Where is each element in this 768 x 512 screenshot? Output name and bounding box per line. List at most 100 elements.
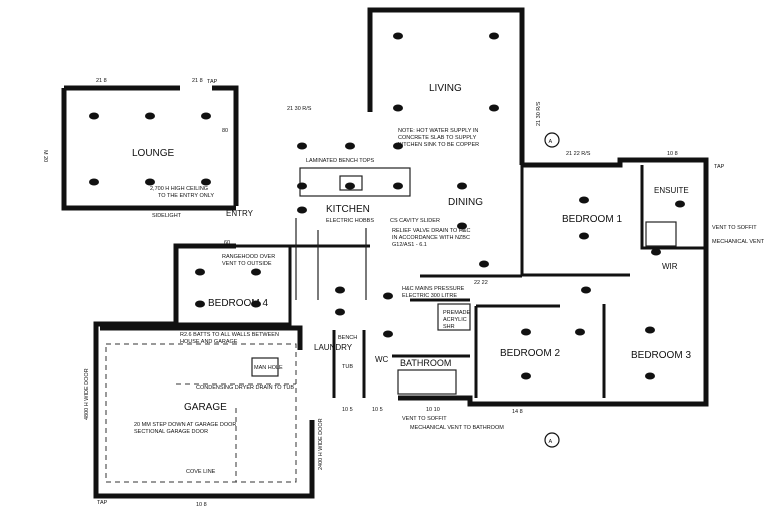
svg-text:22 22: 22 22 bbox=[474, 280, 488, 286]
svg-text:KITCHEN SINK TO BE COPPER: KITCHEN SINK TO BE COPPER bbox=[398, 142, 479, 148]
living-walls bbox=[367, 7, 525, 165]
svg-text:SECTIONAL GARAGE DOOR: SECTIONAL GARAGE DOOR bbox=[134, 429, 208, 435]
room-label-garage: GARAGE bbox=[184, 402, 227, 413]
bath-tub bbox=[397, 369, 457, 395]
svg-text:A: A bbox=[549, 139, 553, 145]
svg-text:10 8: 10 8 bbox=[196, 502, 207, 508]
svg-text:21 22 R/S: 21 22 R/S bbox=[566, 151, 591, 157]
ceiling-lights bbox=[89, 32, 685, 380]
svg-text:14 8: 14 8 bbox=[512, 409, 523, 415]
svg-text:VENT TO SOFFIT: VENT TO SOFFIT bbox=[402, 416, 447, 422]
svg-text:2400 H WIDE DOOR: 2400 H WIDE DOOR bbox=[318, 418, 324, 470]
svg-text:BENCH: BENCH bbox=[338, 335, 357, 341]
svg-text:4800 H WIDE DOOR: 4800 H WIDE DOOR bbox=[84, 368, 90, 420]
ceiling-light-icon bbox=[479, 260, 489, 268]
ceiling-light-icon bbox=[645, 372, 655, 380]
kitchen-sink bbox=[339, 175, 363, 191]
ceiling-light-icon bbox=[195, 268, 205, 276]
svg-text:COVE LINE: COVE LINE bbox=[186, 469, 216, 475]
section-marker-top: A bbox=[544, 132, 560, 148]
ceiling-light-icon bbox=[675, 200, 685, 208]
ceiling-light-icon bbox=[345, 182, 355, 190]
ensuite-shower bbox=[645, 221, 677, 247]
ceiling-light-icon bbox=[489, 32, 499, 40]
ceiling-light-icon bbox=[297, 142, 307, 150]
svg-text:H&C MAINS PRESSURE: H&C MAINS PRESSURE bbox=[402, 286, 465, 292]
svg-text:20 MM STEP DOWN AT GARAGE DOOR: 20 MM STEP DOWN AT GARAGE DOOR bbox=[134, 422, 236, 428]
room-label-bathroom: BATHROOM bbox=[400, 358, 451, 368]
svg-text:80: 80 bbox=[222, 128, 228, 134]
ceiling-light-icon bbox=[579, 232, 589, 240]
garage-car-space bbox=[105, 343, 297, 483]
svg-text:MECHANICAL VENT TO BATHROOM: MECHANICAL VENT TO BATHROOM bbox=[410, 425, 504, 431]
svg-text:10 5: 10 5 bbox=[372, 407, 383, 413]
svg-text:MAN HOLE: MAN HOLE bbox=[254, 365, 283, 371]
ceiling-light-icon bbox=[651, 248, 661, 256]
room-label-laundry: LAUNDRY bbox=[314, 343, 353, 352]
svg-text:21 8: 21 8 bbox=[192, 78, 203, 84]
ceiling-light-icon bbox=[457, 182, 467, 190]
svg-text:TUB: TUB bbox=[342, 364, 353, 370]
svg-text:SIDELIGHT: SIDELIGHT bbox=[152, 213, 182, 219]
svg-text:TAP: TAP bbox=[97, 500, 108, 506]
svg-text:IN ACCORDANCE WITH NZBC: IN ACCORDANCE WITH NZBC bbox=[392, 235, 470, 241]
room-label-dining: DINING bbox=[448, 197, 483, 208]
ceiling-light-icon bbox=[345, 142, 355, 150]
room-label-bedroom1: BEDROOM 1 bbox=[562, 214, 622, 225]
ceiling-light-icon bbox=[457, 222, 467, 230]
svg-text:60: 60 bbox=[224, 240, 230, 246]
svg-text:21 30 R/S: 21 30 R/S bbox=[536, 101, 542, 126]
ceiling-light-icon bbox=[251, 300, 261, 308]
room-label-bedroom4: BEDROOM 4 bbox=[208, 298, 268, 309]
lounge-walls bbox=[61, 85, 239, 211]
svg-text:A: A bbox=[549, 439, 553, 445]
ceiling-light-icon bbox=[89, 112, 99, 120]
svg-text:SHR: SHR bbox=[443, 324, 455, 330]
svg-text:ELECTRIC HOBBS: ELECTRIC HOBBS bbox=[326, 218, 374, 224]
ceiling-light-icon bbox=[297, 182, 307, 190]
ceiling-light-icon bbox=[579, 196, 589, 204]
svg-text:R2.6 BATTS TO ALL WALLS BETWEE: R2.6 BATTS TO ALL WALLS BETWEEN bbox=[180, 332, 279, 338]
svg-text:VENT TO OUTSIDE: VENT TO OUTSIDE bbox=[222, 261, 272, 267]
room-label-ensuite: ENSUITE bbox=[654, 186, 689, 195]
ceiling-light-icon bbox=[393, 142, 403, 150]
svg-text:PREMADE: PREMADE bbox=[443, 310, 471, 316]
svg-text:MECHANICAL VENT: MECHANICAL VENT bbox=[712, 239, 765, 245]
bathroom-shower bbox=[437, 303, 471, 331]
svg-text:HOUSE AND GARAGE: HOUSE AND GARAGE bbox=[180, 339, 238, 345]
ceiling-light-icon bbox=[89, 178, 99, 186]
svg-text:CS CAVITY SLIDER: CS CAVITY SLIDER bbox=[390, 218, 440, 224]
bedrooms-bottom-wall bbox=[398, 395, 600, 407]
ceiling-light-icon bbox=[251, 268, 261, 276]
svg-text:CONDENSING DRYER DRAIN TO TUB: CONDENSING DRYER DRAIN TO TUB bbox=[196, 385, 294, 391]
room-label-lounge: LOUNGE bbox=[132, 148, 175, 159]
svg-text:21 8: 21 8 bbox=[96, 78, 107, 84]
ceiling-light-icon bbox=[145, 178, 155, 186]
svg-text:21 30 R/S: 21 30 R/S bbox=[287, 106, 312, 112]
svg-text:TAP: TAP bbox=[207, 79, 218, 85]
room-label-wir: WIR bbox=[662, 262, 678, 271]
ceiling-light-icon bbox=[201, 178, 211, 186]
svg-text:M 20: M 20 bbox=[42, 150, 48, 162]
ceiling-light-icon bbox=[201, 112, 211, 120]
svg-text:RANGEHOOD OVER: RANGEHOOD OVER bbox=[222, 254, 275, 260]
svg-text:ELECTRIC 300 LITRE: ELECTRIC 300 LITRE bbox=[402, 293, 457, 299]
bedroom1-walls bbox=[522, 157, 709, 407]
ceiling-light-icon bbox=[521, 372, 531, 380]
room-label-wc: WC bbox=[375, 355, 389, 364]
ceiling-light-icon bbox=[195, 300, 205, 308]
kitchen-benches bbox=[295, 218, 367, 300]
room-label-kitchen: KITCHEN bbox=[326, 204, 370, 215]
interior-walls bbox=[176, 165, 706, 398]
svg-text:LAMINATED BENCH TOPS: LAMINATED BENCH TOPS bbox=[306, 158, 374, 164]
garage-inner-wall bbox=[100, 325, 303, 350]
ceiling-light-icon bbox=[489, 104, 499, 112]
svg-text:10 5: 10 5 bbox=[342, 407, 353, 413]
svg-text:10 8: 10 8 bbox=[667, 151, 678, 157]
room-label-bedroom3: BEDROOM 3 bbox=[631, 350, 691, 361]
room-label-bedroom2: BEDROOM 2 bbox=[500, 348, 560, 359]
garage-walls bbox=[93, 243, 315, 499]
ceiling-light-icon bbox=[335, 308, 345, 316]
section-marker-bottom: A bbox=[544, 432, 560, 448]
